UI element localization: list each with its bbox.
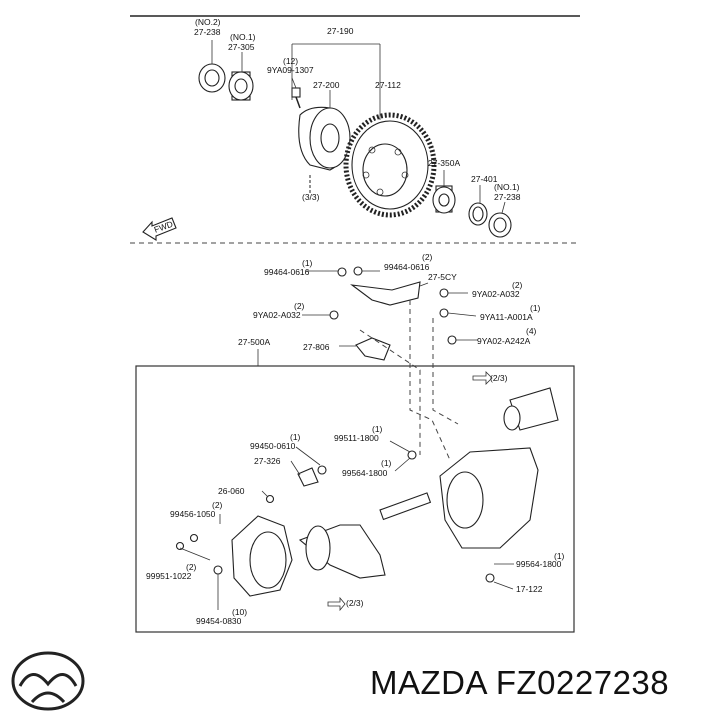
bottom-leaders [179,270,514,610]
label: 17-122 [516,584,543,594]
label: 99564-1800 [516,559,562,569]
label: 99450-0610 [250,441,296,451]
label: 99454-0830 [196,616,242,626]
pinion-shaft [298,492,432,579]
label: (4) [526,326,537,336]
label: 27-305 [228,42,255,52]
label: 27-5CY [428,272,457,282]
gear-housing-26-060 [231,515,293,597]
label: 99464-0616 [264,267,310,277]
mazda-logo-icon [11,651,85,711]
label: 27-190 [327,26,354,36]
bearing-27-350a [432,185,456,214]
differential-case [298,106,351,171]
label: 27-200 [313,80,340,90]
label: (2) [212,500,223,510]
ref-arrow-icon [472,371,493,385]
label: (1) [290,432,301,442]
ring-gear-27-112 [343,112,437,218]
clip-27-326 [297,467,319,487]
label: 99564-1800 [342,468,388,478]
label: 99951-1022 [146,571,192,581]
top-leaders [211,40,506,214]
bracket-27-5cy [350,281,421,306]
label: (NO.2) [195,17,221,27]
label: (2/3) [490,373,508,383]
label: 26-060 [218,486,245,496]
fwd-arrow-icon [142,217,177,241]
label: (2) [186,562,197,572]
label: 9YA11-A001A [480,312,533,322]
label: 27-112 [375,80,401,90]
seal-no1 [488,212,512,238]
carrier-housing [439,447,539,549]
label: (10) [232,607,247,617]
label: (1) [302,258,313,268]
label: (NO.1) [230,32,256,42]
bolt-9ya09-1307 [291,87,301,109]
label: 27-401 [471,174,498,184]
ref-arrow-icon [327,596,346,612]
label: 27-500A [238,337,270,347]
label: 9YA02-A032 [253,310,301,320]
label: 27-806 [303,342,330,352]
dash-leaders [359,300,459,461]
bearing-27-305 [228,71,254,101]
assembly-frame [135,365,575,633]
label: (1) [530,303,541,313]
label: 9YA09-1307 [267,65,314,75]
label: (1) [381,458,392,468]
label: (3/3) [302,192,320,202]
label: 27-350A [428,158,460,168]
label: (1) [554,551,565,561]
label: 27-238 [194,27,221,37]
label: (NO.1) [494,182,520,192]
label: (1) [372,424,383,434]
label: (2) [294,301,305,311]
shim-27-401 [468,202,488,226]
brand-part-number: MAZDA FZ0227238 [370,664,670,701]
label: 99456-1050 [170,509,216,519]
label: 27-326 [254,456,281,466]
bolts-bottom [175,266,495,583]
label: (12) [283,56,298,66]
label: 9YA02-A242A [477,336,531,346]
seal-no2 [198,63,226,93]
flange-seal [503,387,559,431]
label: 27-238 [494,192,521,202]
label: (2) [422,252,433,262]
label: 99464-0616 [384,262,430,272]
label: 9YA02-A032 [472,289,520,299]
label: (2/3) [346,598,364,608]
label: 99511-1800 [334,433,379,443]
label: (2) [512,280,523,290]
bracket-27-806 [355,337,391,361]
